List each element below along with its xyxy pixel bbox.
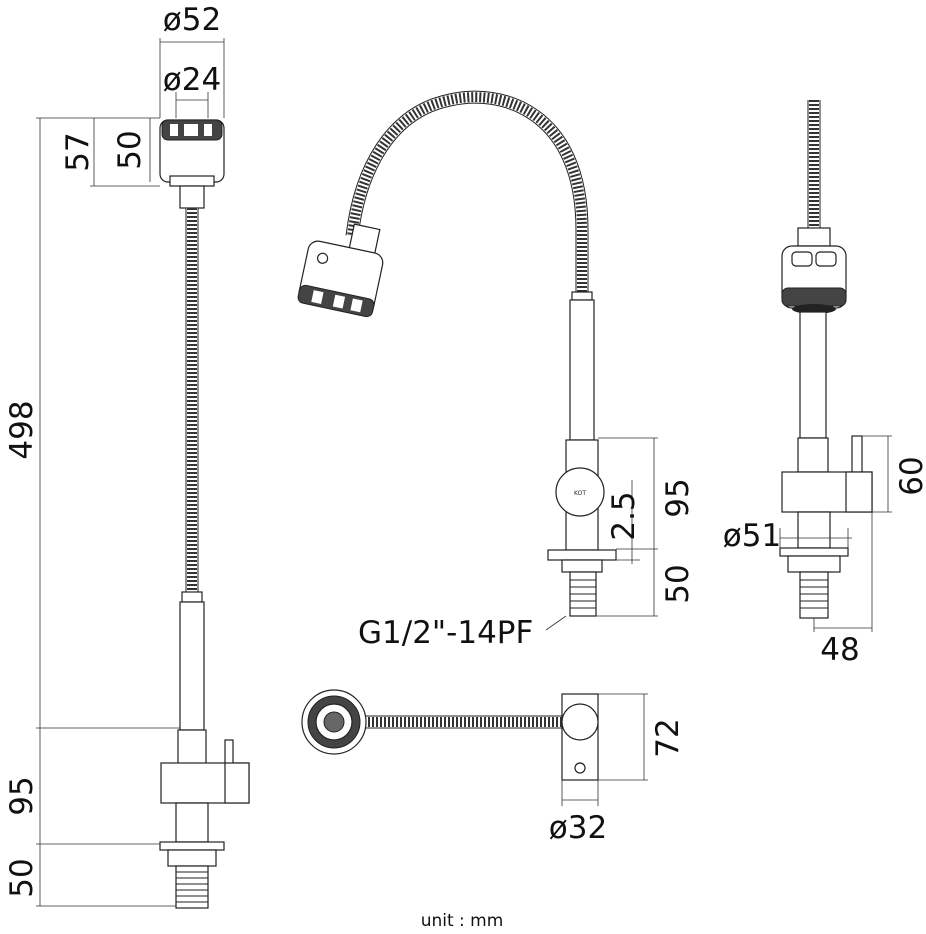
dim-overall-height: 498 — [4, 400, 40, 459]
dim-body-height-side: 95 — [660, 478, 696, 517]
dim-body-height-left: 95 — [4, 776, 40, 815]
unit-label: unit : mm — [421, 911, 504, 931]
spray-head-front — [159, 119, 225, 209]
faucet-body-top — [561, 693, 599, 781]
dim-base-diameter: ø51 — [723, 518, 781, 554]
spray-head-top — [301, 689, 367, 755]
dim-thread-spec: G1/2"-14PF — [358, 615, 533, 651]
dim-thread-length-side: 50 — [660, 564, 696, 603]
side-view: KOT 95 2.5 50 G1/2"-14PF — [297, 90, 696, 651]
spray-head-side — [297, 223, 384, 318]
dim-thread-length-left: 50 — [4, 858, 40, 897]
top-dimension-lines — [561, 693, 648, 806]
faucet-body-front — [159, 591, 250, 909]
rear-dimension-lines — [779, 435, 892, 632]
dim-handle-height: 60 — [894, 456, 926, 495]
dim-head-outer-diameter: ø52 — [163, 2, 221, 38]
faucet-body-rear — [779, 311, 873, 619]
dim-handle-offset: 2.5 — [606, 491, 642, 540]
top-view: 72 ø32 — [301, 689, 686, 846]
rear-view: 60 ø51 48 — [723, 100, 926, 668]
dim-handle-reach: 48 — [820, 632, 859, 668]
spray-head-rear — [781, 227, 847, 314]
faucet-body-side: KOT — [547, 291, 617, 617]
dim-head-body-height: 50 — [112, 130, 148, 169]
gooseneck-hose — [345, 90, 589, 292]
front-view: ø52 ø24 57 50 498 95 50 — [4, 2, 250, 909]
dim-top-view-width: 72 — [650, 718, 686, 757]
side-dimension-lines — [545, 437, 658, 631]
svg-text:KOT: KOT — [574, 490, 586, 497]
front-dimension-lines — [36, 38, 225, 907]
dim-head-inner-diameter: ø24 — [163, 62, 221, 98]
dim-head-total-height: 57 — [60, 132, 96, 171]
dim-top-view-diameter: ø32 — [549, 810, 607, 846]
